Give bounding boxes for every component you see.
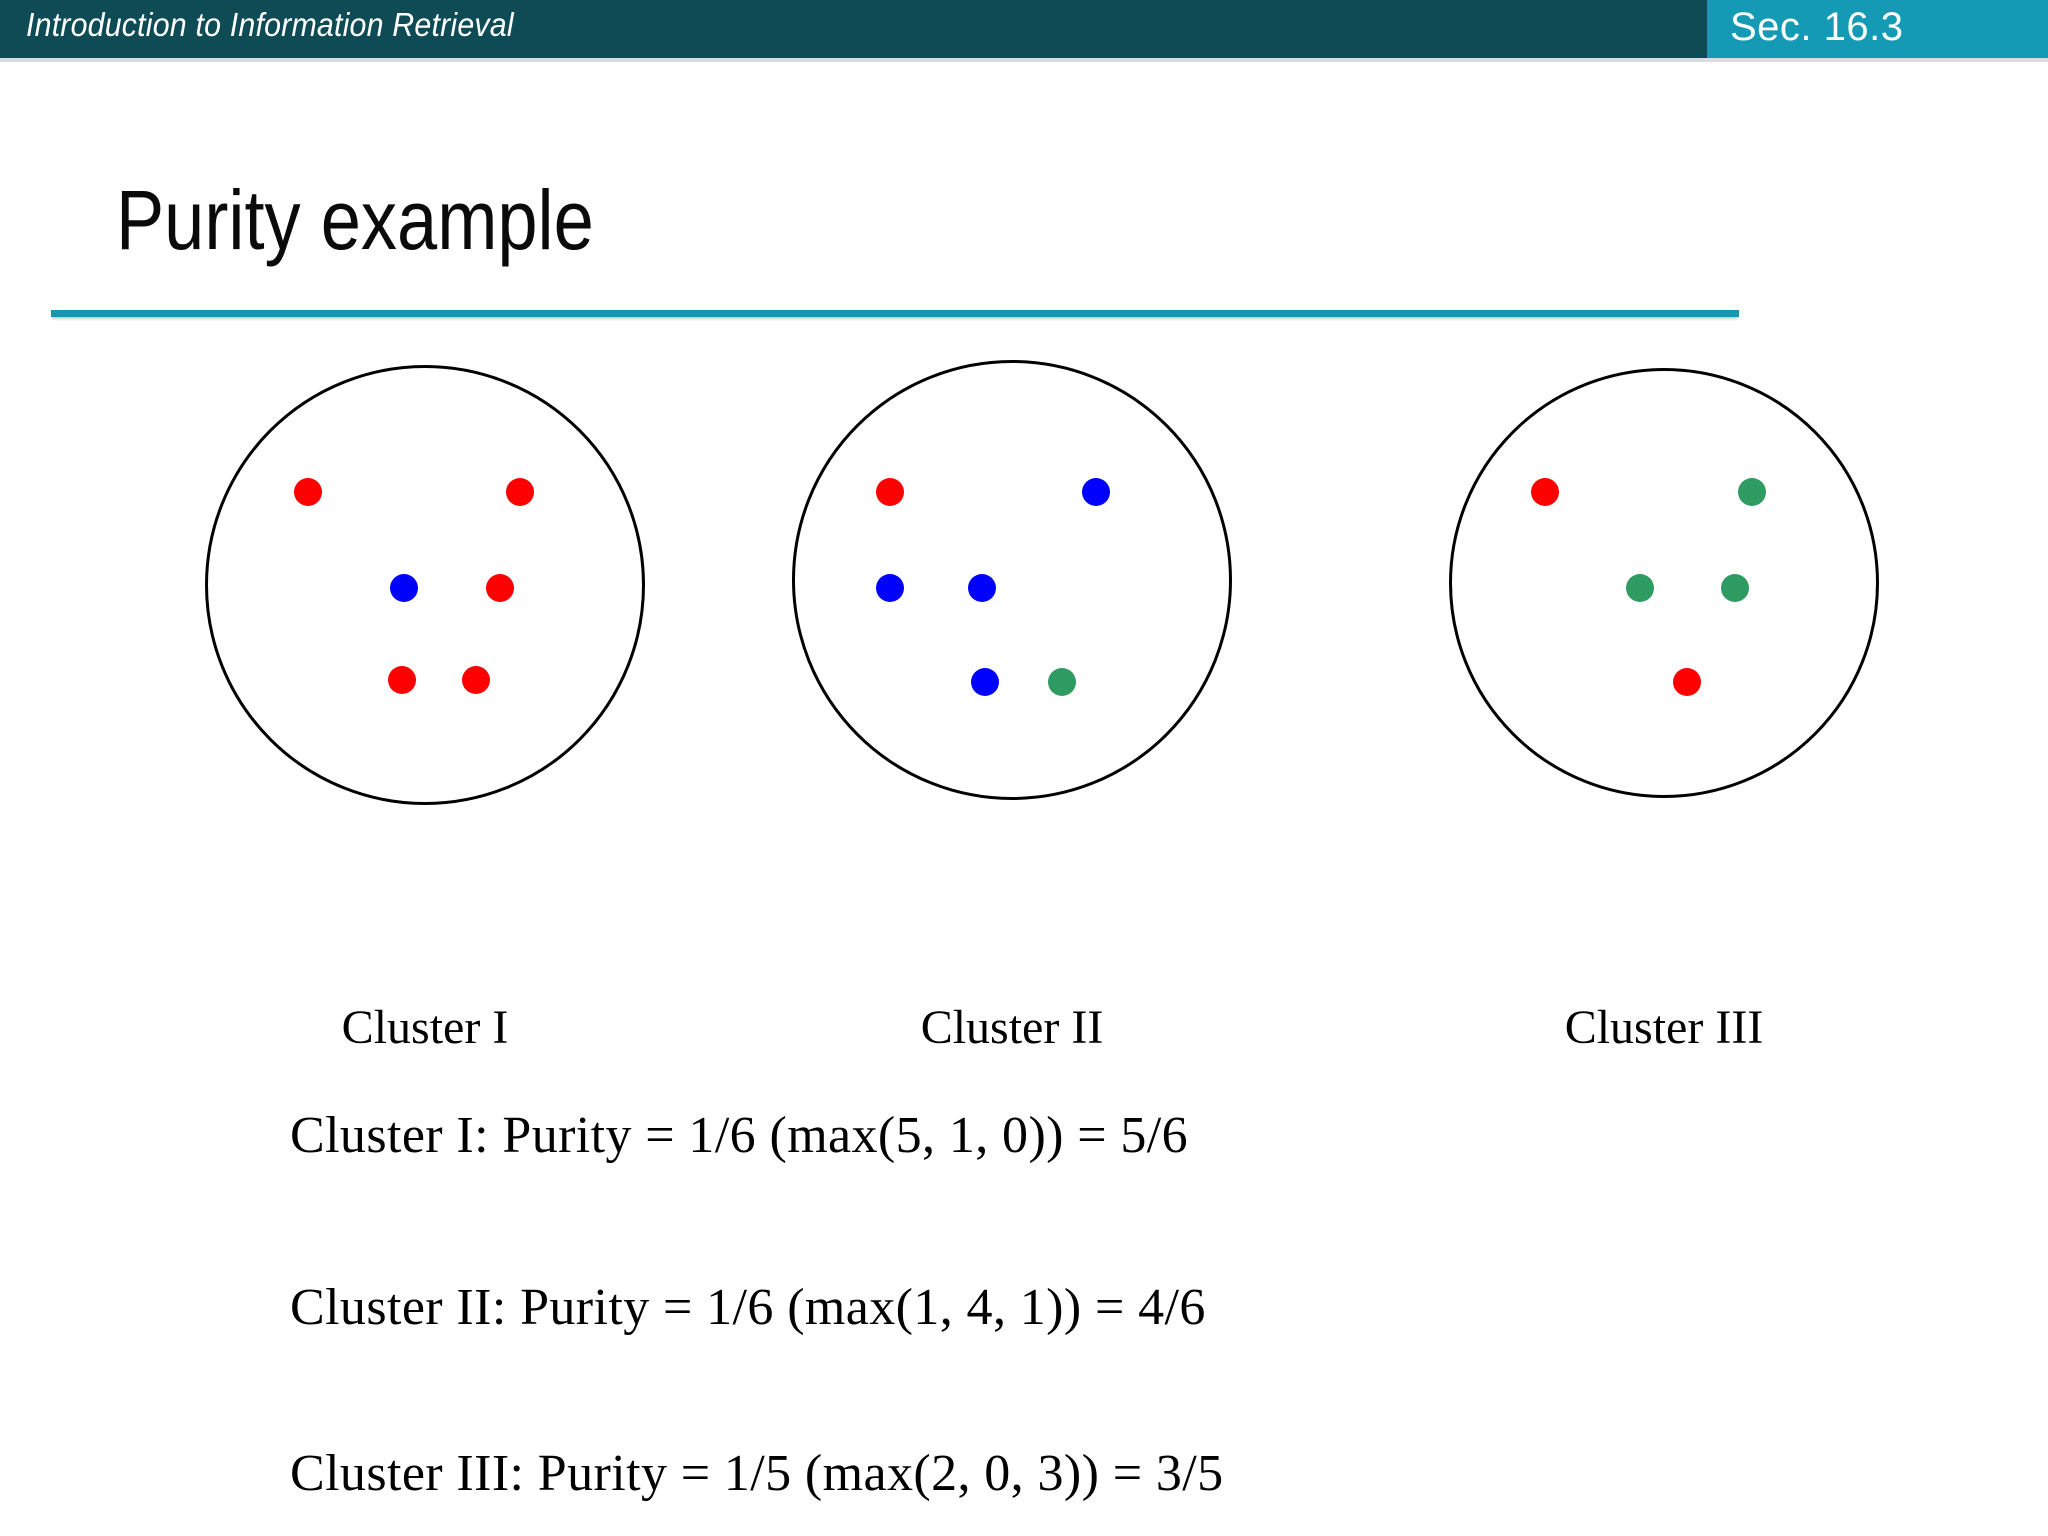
cluster-boundary-circle xyxy=(1449,368,1879,798)
purity-line-cluster-i: Cluster I: Purity = 1/6 (max(5, 1, 0)) =… xyxy=(290,1107,1189,1164)
data-point-red xyxy=(1673,668,1701,696)
cluster-label-3: Cluster III xyxy=(1564,1001,1764,1054)
purity-line-cluster-ii: Cluster II: Purity = 1/6 (max(1, 4, 1)) … xyxy=(290,1279,1206,1336)
section-badge-label: Sec. 16.3 xyxy=(1730,5,1904,49)
data-point-red xyxy=(388,666,416,694)
data-point-red xyxy=(876,478,904,506)
page-title: Purity example xyxy=(116,173,594,267)
data-point-blue xyxy=(968,574,996,602)
data-point-red xyxy=(1531,478,1559,506)
data-point-red xyxy=(506,478,534,506)
data-point-red xyxy=(462,666,490,694)
data-point-green xyxy=(1738,478,1766,506)
data-point-blue xyxy=(1082,478,1110,506)
data-point-blue xyxy=(876,574,904,602)
data-point-green xyxy=(1721,574,1749,602)
purity-line-cluster-iii: Cluster III: Purity = 1/5 (max(2, 0, 3))… xyxy=(290,1445,1224,1502)
data-point-blue xyxy=(390,574,418,602)
data-point-blue xyxy=(971,668,999,696)
cluster-label-1: Cluster I xyxy=(341,1001,509,1054)
course-title: Introduction to Information Retrieval xyxy=(26,6,514,43)
title-divider xyxy=(51,310,1739,317)
cluster-label-2: Cluster II xyxy=(920,1001,1104,1054)
header-bar xyxy=(0,0,2048,58)
cluster-boundary-circle xyxy=(792,360,1232,800)
cluster-boundary-circle xyxy=(205,365,645,805)
data-point-green xyxy=(1048,668,1076,696)
data-point-red xyxy=(294,478,322,506)
data-point-red xyxy=(486,574,514,602)
section-badge xyxy=(1707,0,2048,61)
data-point-green xyxy=(1626,574,1654,602)
header-underline xyxy=(0,58,2048,62)
